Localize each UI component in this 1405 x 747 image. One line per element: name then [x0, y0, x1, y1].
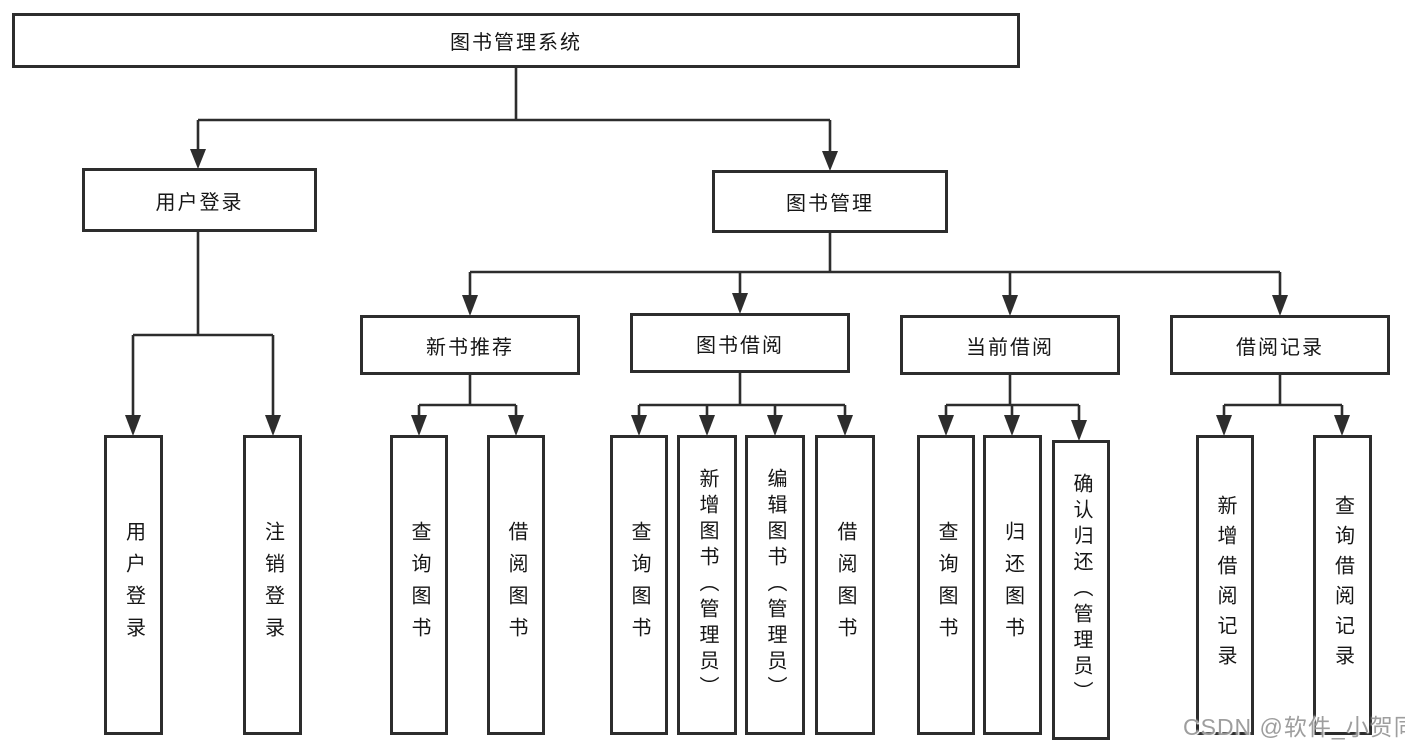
leaf-logout: 注销登录: [243, 435, 302, 735]
node-label: 查询图书: [628, 521, 650, 649]
node-label: 借阅图书: [505, 521, 527, 649]
node-label: 借阅图书: [834, 521, 856, 649]
node-label: 图书管理系统: [450, 32, 582, 54]
node-label: 用户登录: [122, 521, 145, 649]
leaf-add-borrow-record: 新增借阅记录: [1196, 435, 1254, 735]
leaf-add-book-admin: 新增图书（管理员）: [677, 435, 737, 735]
node-label: 注销登录: [261, 521, 284, 649]
node-label: 归还图书: [1001, 521, 1024, 649]
leaf-query-books-recommend: 查询图书: [390, 435, 448, 735]
leaf-query-books-current: 查询图书: [917, 435, 975, 735]
node-label: 新增图书（管理员）: [696, 468, 718, 702]
node-label: 图书借阅: [696, 334, 784, 357]
connector-userlogin-to-leaves: [131, 232, 275, 417]
node-book-management: 图书管理: [712, 170, 948, 233]
arrowheads: [125, 149, 1350, 441]
node-label: 当前借阅: [966, 336, 1054, 359]
leaf-borrow-books-borrowing: 借阅图书: [815, 435, 875, 735]
connector-newbook-to-leaves: [417, 375, 518, 417]
node-label: 新增借阅记录: [1214, 495, 1236, 675]
node-label: 查询图书: [935, 521, 957, 649]
leaf-query-borrow-record: 查询借阅记录: [1313, 435, 1372, 735]
node-current-borrowing: 当前借阅: [900, 315, 1120, 375]
node-label: 用户登录: [155, 191, 244, 214]
node-label: 确认归还（管理员）: [1070, 473, 1092, 707]
leaf-confirm-return-admin: 确认归还（管理员）: [1052, 440, 1110, 740]
connector-records-to-leaves: [1222, 375, 1344, 417]
leaf-return-books: 归还图书: [983, 435, 1042, 735]
node-new-book-recommend: 新书推荐: [360, 315, 580, 375]
node-book-borrowing: 图书借阅: [630, 313, 850, 373]
connector-bookmgmt-to-level3: [468, 233, 1282, 297]
node-borrowing-records: 借阅记录: [1170, 315, 1390, 375]
leaf-borrow-books-recommend: 借阅图书: [487, 435, 545, 735]
csdn-watermark: CSDN @软件_小贺同学: [1183, 714, 1405, 740]
leaf-edit-book-admin: 编辑图书（管理员）: [745, 435, 805, 735]
node-label: 图书管理: [786, 193, 874, 215]
leaf-query-books-borrowing: 查询图书: [610, 435, 668, 735]
node-library-system: 图书管理系统: [12, 13, 1020, 68]
node-user-login: 用户登录: [82, 168, 317, 232]
node-label: 查询借阅记录: [1331, 495, 1354, 675]
node-label: 新书推荐: [426, 336, 514, 359]
connector-root-to-level2: [196, 68, 832, 153]
node-label: 编辑图书（管理员）: [764, 468, 786, 702]
node-label: 借阅记录: [1236, 336, 1324, 359]
leaf-user-login: 用户登录: [104, 435, 163, 735]
connector-currentborrow-to-leaves: [944, 375, 1081, 422]
connector-bookborrow-to-leaves: [637, 373, 847, 417]
node-label: 查询图书: [408, 521, 430, 649]
